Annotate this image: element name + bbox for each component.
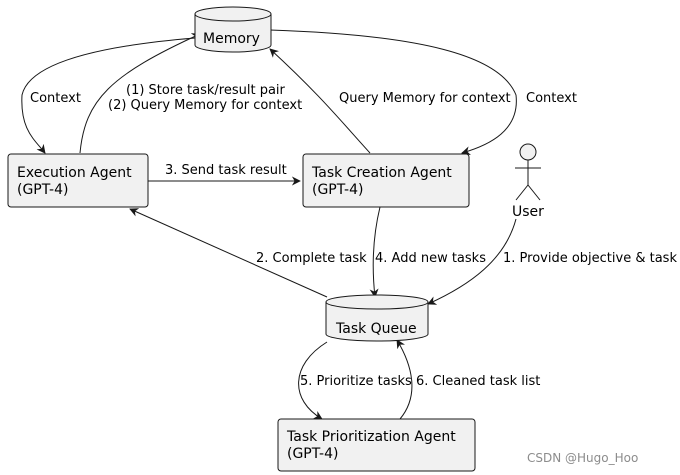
execution-agent-node: Execution Agent (GPT-4) — [7, 153, 149, 208]
task-creation-agent-model: (GPT-4) — [312, 182, 363, 198]
task-creation-agent-box — [302, 153, 470, 208]
task-creation-agent-title: Task Creation Agent — [311, 165, 452, 181]
memory-cylinder-icon — [194, 6, 272, 53]
user-label: User — [512, 204, 544, 220]
memory-node: Memory — [194, 6, 272, 53]
edge-queue-to-prioritization — [298, 341, 328, 420]
edge-label-prioritization-to-queue: 6. Cleaned task list — [416, 374, 540, 389]
edge-label-creation-to-queue: 4. Add new tasks — [375, 251, 486, 266]
edge-memory-to-execution — [21, 37, 196, 154]
edge-label-execution-to-creation: 3. Send task result — [165, 163, 287, 178]
execution-agent-model: (GPT-4) — [17, 182, 68, 198]
task-queue-label: Task Queue — [335, 321, 417, 337]
execution-agent-box — [7, 153, 149, 208]
task-queue-cylinder-rim — [325, 301, 429, 310]
task-prioritization-agent-model: (GPT-4) — [287, 446, 338, 462]
user-actor: User — [512, 143, 544, 220]
edge-label-memory-to-execution: Context — [30, 91, 81, 106]
task-prioritization-agent-node: Task Prioritization Agent (GPT-4) — [277, 418, 476, 472]
edge-creation-to-memory — [269, 48, 371, 154]
edge-execution-to-memory — [79, 33, 201, 154]
edge-label-queue-to-execution: 2. Complete task — [256, 251, 367, 266]
task-queue-node: Task Queue — [325, 294, 429, 342]
edge-label-memory-to-creation: Context — [526, 91, 577, 106]
edge-label-user-to-queue: 1. Provide objective & task — [503, 251, 677, 266]
edge-label-execution-to-memory-2: (2) Query Memory for context — [108, 98, 302, 113]
edges — [21, 29, 517, 420]
edge-user-to-queue — [427, 218, 517, 305]
execution-agent-title: Execution Agent — [17, 165, 132, 181]
edge-label-execution-to-memory-1: (1) Store task/result pair — [126, 83, 286, 98]
memory-label: Memory — [203, 31, 260, 47]
watermark: CSDN @Hugo_Hoo — [527, 451, 638, 465]
edge-memory-to-creation — [269, 29, 517, 156]
task-prioritization-agent-box — [277, 418, 476, 472]
task-prioritization-agent-title: Task Prioritization Agent — [286, 429, 456, 445]
task-queue-cylinder-icon — [325, 294, 429, 342]
edge-label-creation-to-memory: Query Memory for context — [339, 91, 511, 106]
user-actor-icon — [515, 143, 541, 201]
edge-queue-to-execution — [129, 208, 328, 298]
edge-labels: Context (1) Store task/result pair (2) Q… — [30, 83, 677, 389]
task-creation-agent-node: Task Creation Agent (GPT-4) — [302, 153, 470, 208]
edge-creation-to-queue — [369, 206, 381, 298]
edge-label-queue-to-prioritization: 5. Prioritize tasks — [300, 374, 412, 389]
memory-cylinder-rim — [194, 13, 272, 22]
edge-prioritization-to-queue — [396, 339, 413, 420]
